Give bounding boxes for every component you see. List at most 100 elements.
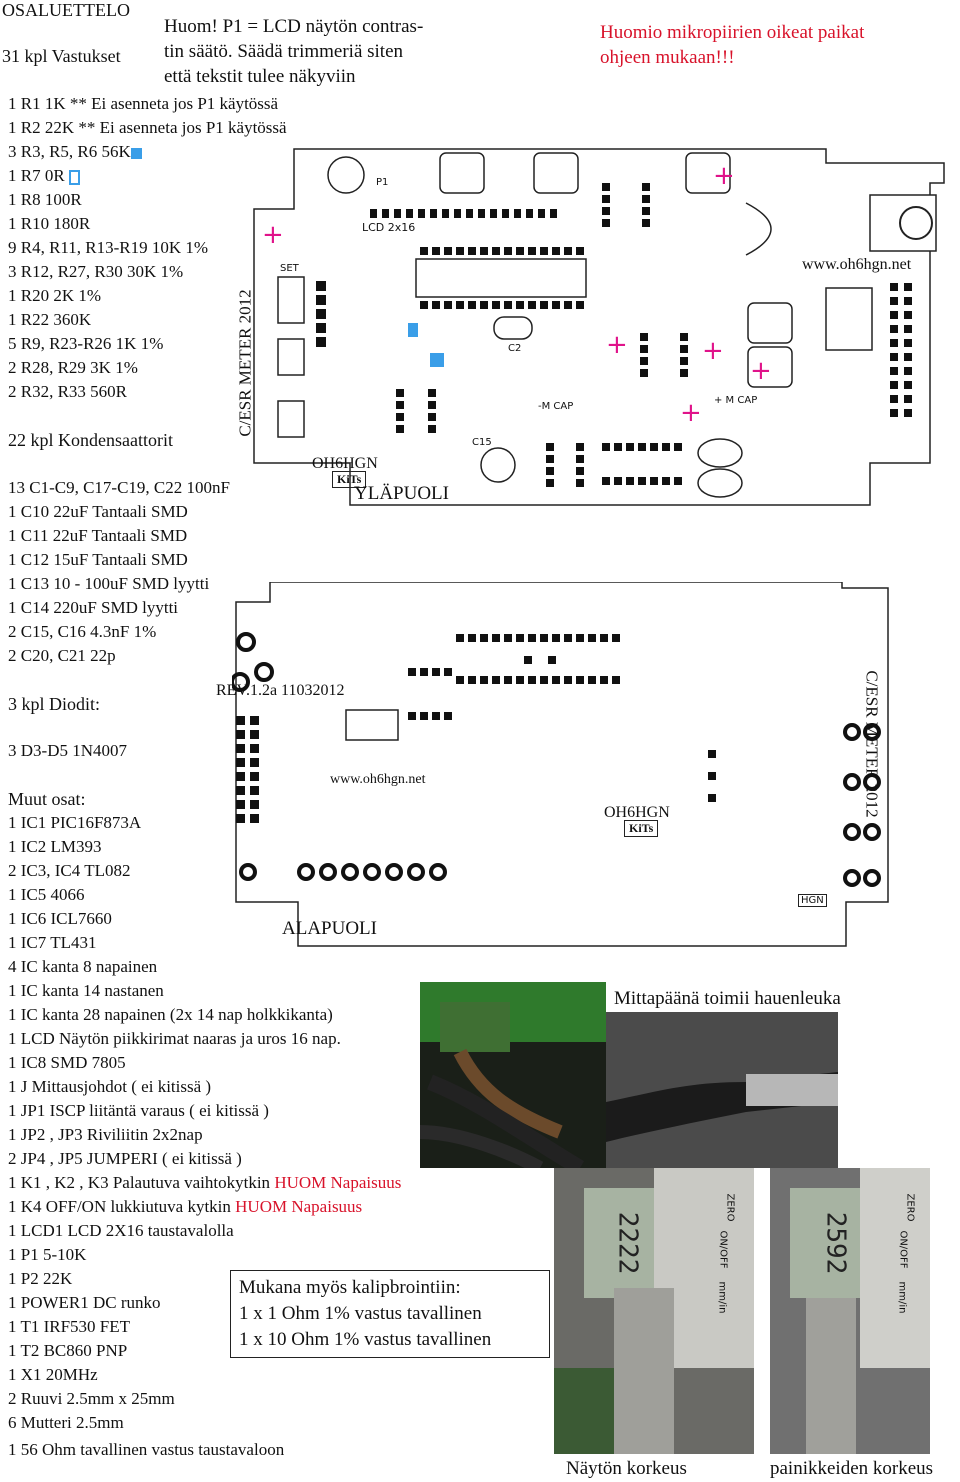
ic-warning-line2: ohjeen mukaan!!! [600, 47, 735, 68]
pcb-top-p1-label: P1 [376, 177, 389, 188]
pcb-bottom-brand-sub: KiTs [624, 820, 659, 837]
list-item: 2 R28, R29 3K 1% [8, 358, 138, 377]
list-item: 3 R12, R27, R30 30K 1% [8, 262, 184, 281]
pcb-top-set-label: SET [280, 263, 299, 274]
list-item: 2 JP4 , JP5 JUMPERI ( ei kitissä ) [8, 1149, 242, 1168]
svg-text:+: + [262, 220, 284, 250]
list-item: 9 R4, R11, R13-R19 10K 1% [8, 238, 209, 257]
pcb-bottom-side-label: ALAPUOLI [282, 918, 377, 939]
pcb-top-5v-label-2: + M CAP [714, 395, 758, 406]
list-item: 1 P2 22K [8, 1269, 73, 1288]
pcb-bottom-brand: OH6HGN [604, 804, 670, 821]
list-item: 13 C1-C9, C17-C19, C22 100nF [8, 478, 230, 497]
pcb-top-outline: + + + + + + [253, 148, 945, 506]
list-item: 1 IC7 TL431 [8, 933, 97, 952]
calibration-box: Mukana myös kalipbrointiin: 1 x 1 Ohm 1%… [230, 1270, 550, 1358]
test-lead-illustration [420, 982, 606, 1168]
button-height-caption: painikkeiden korkeus [770, 1458, 934, 1479]
list-item: 1 IC1 PIC16F873A [8, 813, 142, 832]
list-item: 1 R20 2K 1% [8, 286, 102, 305]
other-heading: Muut osat: [8, 789, 86, 809]
contrast-note-line3: että tekstit tulee näkyviin [164, 66, 356, 87]
list-item: 1 C10 22uF Tantaali SMD [8, 502, 188, 521]
pcb-top-side-label: YLÄPUOLI [354, 483, 449, 504]
capacitor-heading: 22 kpl Kondensaattorit [8, 430, 173, 450]
pcb-top-p2-label: C15 [472, 437, 492, 448]
svg-text:+: + [606, 330, 628, 360]
list-item: 3 D3-D5 1N4007 [8, 741, 127, 760]
pcb-top-x1-label: C2 [508, 343, 522, 354]
list-item: 4 IC kanta 8 napainen [8, 957, 158, 976]
lcd-readout: 2592 [820, 1211, 851, 1275]
caliper-onoff-label: ON/OFF [717, 1230, 729, 1269]
button-height-photo: 2592 ON/OFF ZERO mm/in [770, 1168, 930, 1454]
pcb-bottom-revision: REV.1.2a 11032012 [216, 682, 345, 699]
caliper-left-illustration [554, 1168, 754, 1454]
list-item: 1 C11 22uF Tantaali SMD [8, 526, 188, 545]
list-item: 1 R2 22K ** Ei asenneta jos P1 käytössä [8, 118, 287, 137]
list-item: 1 R1 1K ** Ei asenneta jos P1 käytössä [8, 94, 279, 113]
list-item: 1 IC6 ICL7660 [8, 909, 112, 928]
list-item: 5 R9, R23-R26 1K 1% [8, 334, 164, 353]
test-lead-photo [420, 982, 606, 1168]
caliper-onoff-label: ON/OFF [897, 1230, 909, 1269]
pcb-bottom-vertical-title: C/ESR METER 2012 [862, 670, 882, 818]
blue-pad-marker [68, 169, 80, 185]
caliper-unit-label: mm/in [716, 1281, 728, 1314]
list-item: 3 R3, R5, R6 56K [8, 142, 142, 162]
list-item: 1 JP2 , JP3 Riviliitin 2x2nap [8, 1125, 203, 1144]
pcb-top-brand-sub: KiTs [332, 471, 367, 488]
list-item: 6 Mutteri 2.5mm [8, 1413, 124, 1432]
polarity-note: HUOM Napaisuus [274, 1173, 402, 1192]
pcb-bottom-silkscreen: C/ESR METER 2012 REV.1.2a 11032012 OH6HG… [216, 582, 892, 952]
svg-text:+: + [680, 398, 702, 428]
list-item: 1 K1 , K2 , K3 Palautuva vaihtokytkin HU… [8, 1173, 401, 1193]
caliper-right-illustration [770, 1168, 930, 1454]
list-item-text: 1 K1 , K2 , K3 Palautuva vaihtokytkin [8, 1173, 271, 1192]
pcb-top-website: www.oh6hgn.net [802, 256, 912, 273]
clip-caption: Mittapäänä toimii hauenleuka [614, 988, 841, 1009]
contrast-note-line1: Huom! P1 = LCD näytön contras- [164, 16, 424, 37]
pcb-bottom-website: www.oh6hgn.net [330, 772, 426, 787]
pcb-top-silkscreen: + + + + + + C/ESR METER 2012 OH6HGN KiTs… [236, 143, 950, 510]
calibration-line1: Mukana myös kalipbrointiin: [239, 1277, 461, 1298]
list-item-text: 3 R3, R5, R6 56K [8, 142, 131, 161]
blue-pad-marker [130, 147, 142, 159]
crocodile-clip-illustration [606, 1012, 838, 1168]
list-item: 1 POWER1 DC runko [8, 1293, 161, 1312]
polarity-note: HUOM Napaisuus [235, 1197, 363, 1216]
svg-text:+: + [713, 161, 735, 191]
list-item: 2 C20, C21 22p [8, 646, 116, 665]
list-item: 1 R7 0R [8, 166, 80, 186]
lcd-readout: 2222 [612, 1211, 643, 1275]
list-item: 1 C13 10 - 100uF SMD lyytti [8, 574, 210, 593]
contrast-note-line2: tin säätö. Säädä trimmeriä siten [164, 41, 404, 62]
page-title: OSALUETTELO [2, 0, 130, 20]
list-item: 1 56 Ohm tavallinen vastus taustavaloon [8, 1440, 285, 1459]
contrast-note: Huom! P1 = LCD näytön contras- tin säätö… [164, 14, 423, 89]
list-item: 1 P1 5-10K [8, 1245, 87, 1264]
svg-text:+: + [702, 336, 724, 366]
list-item: 2 R32, R33 560R [8, 382, 128, 401]
list-item: 1 C12 15uF Tantaali SMD [8, 550, 188, 569]
pcb-top-lcd-label: LCD 2x16 [362, 221, 416, 234]
list-item: 1 T2 BC860 PNP [8, 1341, 128, 1360]
ic-warning: Huomio mikropiirien oikeat paikat ohjeen… [600, 20, 864, 70]
caliper-unit-label: mm/in [896, 1281, 908, 1314]
list-item-text: 1 R7 0R [8, 166, 65, 185]
list-item: 1 C14 220uF SMD lyytti [8, 598, 179, 617]
list-item: 1 JP1 ISCP liitäntä varaus ( ei kitissä … [8, 1101, 269, 1120]
list-item: 1 R22 360K [8, 310, 92, 329]
list-item: 1 R8 100R [8, 190, 82, 209]
list-item: 1 T1 IRF530 FET [8, 1317, 131, 1336]
pcb-top-5v-label: -M CAP [538, 401, 574, 412]
list-item: 2 IC3, IC4 TL082 [8, 861, 131, 880]
resistor-heading: 31 kpl Vastukset [2, 46, 121, 66]
list-item: 1 IC2 LM393 [8, 837, 102, 856]
calibration-line3: 1 x 10 Ohm 1% vastus tavallinen [239, 1329, 492, 1350]
list-item: 1 IC kanta 14 nastanen [8, 981, 164, 1000]
list-item: 1 R10 180R [8, 214, 91, 233]
list-item: 2 C15, C16 4.3nF 1% [8, 622, 157, 641]
caliper-zero-label: ZERO [904, 1193, 916, 1222]
list-item: 1 X1 20MHz [8, 1365, 98, 1384]
